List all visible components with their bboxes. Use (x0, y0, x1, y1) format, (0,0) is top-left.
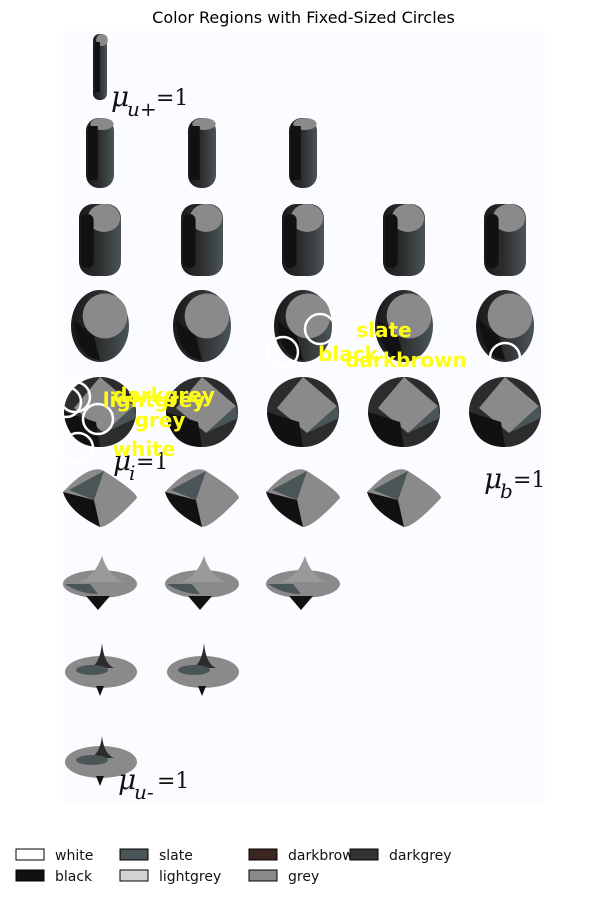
shape-r3-c0 (71, 290, 129, 362)
mu-i-label: μ i =1 (113, 444, 168, 485)
label-lightgrey: lightgrey (103, 388, 206, 412)
shape-r1-c1 (188, 118, 216, 188)
label-white: white (113, 437, 176, 461)
legend-label-white: white (55, 848, 93, 864)
svg-text:=1: =1 (136, 450, 168, 475)
shape-r8-c0 (65, 736, 137, 786)
svg-text:μ: μ (113, 444, 131, 477)
mu-u-minus-label: μ u- =1 (118, 763, 189, 804)
region-circles (49, 312, 522, 465)
legend-label-grey: grey (288, 869, 319, 885)
shape-r6-c2 (266, 556, 340, 610)
svg-text:i: i (129, 461, 135, 485)
circle-slate (303, 312, 337, 346)
circle-lightgrey (49, 385, 83, 419)
legend-swatch-slate (119, 848, 149, 861)
shape-r6-c0 (63, 556, 137, 610)
mu-u-plus-label: μ u+ =1 (111, 80, 188, 121)
legend-item-white: white (15, 848, 93, 864)
legend-label-darkbrown: darkbrown (288, 848, 363, 864)
shape-r4-c3 (368, 377, 440, 447)
label-black: black (318, 342, 379, 366)
legend-item-darkbrown: darkbrown (248, 848, 363, 864)
circle-darkbrown (488, 341, 522, 375)
legend-label-slate: slate (159, 848, 193, 864)
shape-r5-c0 (63, 469, 137, 527)
shape-r1-c2 (289, 118, 317, 188)
shape-r3-c3 (375, 290, 433, 362)
svg-text:b: b (500, 479, 513, 503)
legend-swatch-darkbrown (248, 848, 278, 861)
legend-swatch-grey (248, 869, 278, 882)
shape-r7-c0 (65, 643, 137, 696)
shape-r7-c1 (167, 643, 239, 696)
svg-text:μ: μ (118, 763, 136, 796)
legend-item-black: black (15, 869, 93, 885)
circle-black (266, 335, 300, 369)
shape-r3-c4 (476, 290, 534, 362)
legend-swatch-white (15, 848, 45, 861)
svg-text:=1: =1 (157, 769, 189, 794)
legend-swatch-black (15, 869, 45, 882)
chart-title: Color Regions with Fixed-Sized Circles (152, 8, 455, 27)
svg-text:=1: =1 (513, 468, 545, 493)
shape-r1-c0 (86, 118, 114, 188)
shape-r4-c2 (267, 377, 339, 447)
label-slate: slate (356, 318, 411, 342)
shape-r2-c4 (484, 204, 526, 276)
shape-r5-c2 (266, 469, 340, 527)
svg-text:μ: μ (111, 80, 129, 113)
shape-r4-c1 (166, 377, 238, 447)
region-labels: slate black darkbrown darkgrey lightgrey… (103, 318, 467, 461)
legend-item-slate: slate (119, 848, 193, 864)
legend: white black slate lightgrey darkbrown grey dar… (15, 848, 452, 885)
shape-r5-c3 (367, 469, 441, 527)
shape-r2-c3 (383, 204, 425, 276)
shape-r0-c0 (93, 34, 108, 100)
svg-text:u-: u- (134, 780, 154, 804)
label-darkbrown: darkbrown (345, 348, 467, 372)
mu-b-label: μ b =1 (484, 462, 545, 503)
circle-white (61, 431, 95, 465)
legend-item-darkgrey: darkgrey (349, 848, 452, 864)
label-darkgrey: darkgrey (113, 383, 215, 407)
shape-r2-c2 (282, 204, 324, 276)
circle-grey (81, 402, 115, 436)
legend-label-black: black (55, 869, 93, 885)
shape-r6-c1 (165, 556, 239, 610)
shape-r2-c0 (79, 204, 121, 276)
shape-r3-c1 (173, 290, 231, 362)
legend-swatch-lightgrey (119, 869, 149, 882)
shape-r4-c4 (469, 377, 541, 447)
circle-darkgrey (58, 380, 92, 414)
legend-label-darkgrey: darkgrey (389, 848, 452, 864)
legend-swatch-darkgrey (349, 848, 379, 861)
legend-label-lightgrey: lightgrey (159, 869, 221, 885)
legend-item-lightgrey: lightgrey (119, 869, 221, 885)
legend-item-grey: grey (248, 869, 319, 885)
shape-r2-c1 (181, 204, 223, 276)
svg-text:=1: =1 (156, 86, 188, 111)
shape-grid (63, 34, 541, 786)
shape-r5-c1 (165, 469, 239, 527)
svg-text:μ: μ (484, 462, 502, 495)
svg-text:u+: u+ (127, 97, 157, 121)
label-grey: grey (135, 408, 186, 432)
